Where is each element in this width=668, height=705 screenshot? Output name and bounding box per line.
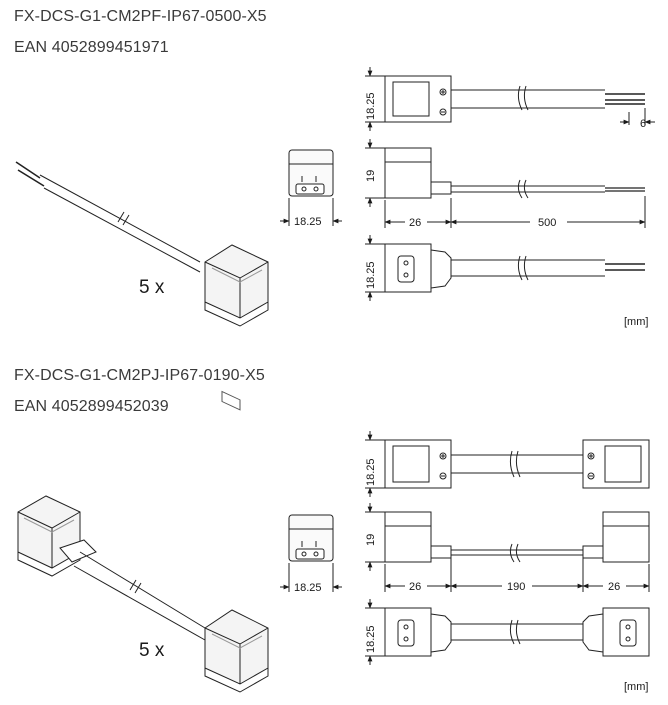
product-2-front-width: 18.25 [294, 582, 322, 594]
product-2-side-height: 19 [365, 534, 377, 546]
product-2-bottom-view [365, 599, 650, 665]
product-1-front-width: 18.25 [294, 216, 322, 228]
product-2-side-view [365, 503, 650, 592]
product-2-connector-length-left: 26 [409, 581, 421, 593]
product-1-side-view [365, 139, 646, 228]
product-2-bottom-height: 18.25 [365, 625, 377, 653]
product-1-cable-length: 500 [538, 217, 556, 229]
product-2-quantity: 5 x [139, 640, 165, 661]
product-1-ean: EAN 4052899451971 [14, 39, 169, 56]
product-1-isometric-view [15, 161, 269, 411]
product-1-part-number: FX-DCS-G1-CM2PF-IP67-0500-X5 [14, 8, 267, 25]
product-1-front-view [280, 149, 342, 226]
product-1-connector-length: 26 [409, 217, 421, 229]
product-1-unit: [mm] [624, 316, 648, 328]
product-1-quantity: 5 x [139, 277, 165, 298]
product-1-bottom-height: 18.25 [365, 261, 377, 289]
product-2-isometric-view [17, 495, 269, 693]
product-2-top-height: 18.25 [365, 458, 377, 486]
product-2-part-number: FX-DCS-G1-CM2PJ-IP67-0190-X5 [14, 367, 265, 384]
product-2-top-view [365, 431, 650, 497]
product-2-unit: [mm] [624, 681, 648, 693]
product-1-bottom-view [365, 235, 645, 301]
product-1-strip-length: 6 [640, 118, 646, 130]
product-1-top-view [365, 67, 655, 131]
product-2-connector-length-right: 26 [608, 581, 620, 593]
product-2-cable-length: 190 [507, 581, 525, 593]
product-1-top-height: 18.25 [365, 92, 377, 120]
product-2-ean: EAN 4052899452039 [14, 398, 169, 415]
product-1-side-height: 19 [365, 170, 377, 182]
product-2-front-view [280, 514, 342, 592]
